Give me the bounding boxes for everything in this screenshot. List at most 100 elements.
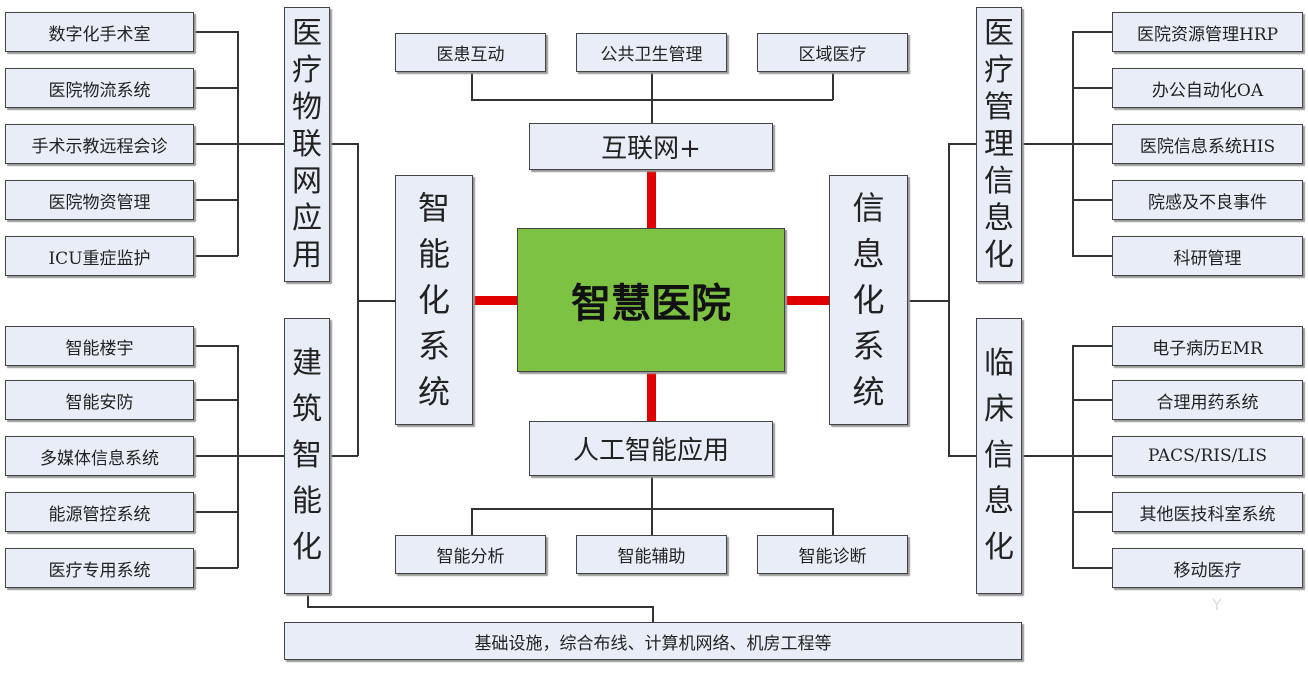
connector-line	[1072, 31, 1112, 33]
mgmt-item-label: 医院信息系统HIS	[1139, 136, 1276, 157]
connector-line	[330, 143, 358, 145]
connector-line	[1022, 143, 1112, 145]
red-connector	[647, 170, 656, 228]
connector-line	[908, 300, 948, 302]
clinical-item: 合理用药系统	[1112, 380, 1303, 420]
building-box: 建筑智能化	[284, 318, 330, 594]
iot-item-label: 手术示教远程会诊	[31, 136, 168, 157]
ai-item: 智能分析	[395, 535, 546, 574]
building-title: 建筑智能化	[292, 346, 322, 565]
connector-line	[652, 606, 654, 622]
clinical-item: 移动医疗	[1112, 548, 1303, 588]
connector-line	[471, 508, 473, 535]
connector-line	[194, 31, 238, 33]
connector-line	[237, 345, 239, 568]
smart-hospital-center: 智慧医院	[517, 228, 785, 372]
red-connector	[647, 372, 656, 421]
red-connector	[473, 296, 517, 305]
connector-line	[194, 399, 238, 401]
ai-title: 人工智能应用	[572, 436, 729, 466]
iot-title: 医疗物联网应用	[292, 16, 322, 273]
building-item: 智能楼宇	[5, 326, 194, 366]
internet-item-label: 医患互动	[436, 45, 505, 65]
building-item-label: 能源管控系统	[48, 504, 151, 525]
mgmt-item-label: 办公自动化OA	[1151, 80, 1264, 101]
connector-line	[832, 508, 834, 535]
iot-item: 手术示教远程会诊	[5, 124, 194, 164]
iot-item-label: ICU重症监护	[48, 248, 151, 269]
connector-line	[194, 143, 284, 145]
iot-item: 医院物流系统	[5, 68, 194, 108]
ai-item-label: 智能分析	[436, 547, 505, 567]
connector-line	[1072, 345, 1074, 568]
connector-line	[307, 606, 653, 608]
connector-line	[1072, 511, 1112, 513]
mgmt-item: 医院资源管理HRP	[1112, 12, 1303, 52]
connector-line	[194, 345, 238, 347]
iot-box: 医疗物联网应用	[284, 7, 330, 282]
clinical-item-label: 其他医技科室系统	[1139, 504, 1276, 525]
intelligent-system-box: 智能化系统	[395, 175, 473, 425]
connector-line	[651, 72, 653, 123]
mgmt-item-label: 医院资源管理HRP	[1136, 24, 1279, 45]
clinical-item-label: 移动医疗	[1173, 560, 1242, 581]
connector-line	[1022, 455, 1112, 457]
connector-line	[471, 508, 833, 510]
clinical-item: 其他医技科室系统	[1112, 492, 1303, 532]
connector-line	[832, 72, 834, 100]
clinical-item: 电子病历EMR	[1112, 326, 1303, 366]
red-connector	[785, 296, 829, 305]
connector-line	[194, 87, 238, 89]
connector-line	[1072, 199, 1112, 201]
watermark-logo: Y	[1212, 595, 1222, 614]
mgmt-info-box: 医疗管理信息化	[976, 7, 1022, 282]
iot-item: 数字化手术室	[5, 12, 194, 52]
connector-line	[948, 143, 950, 456]
building-item: 能源管控系统	[5, 492, 194, 532]
iot-item-label: 数字化手术室	[48, 24, 151, 45]
mgmt-item: 科研管理	[1112, 236, 1303, 276]
ai-item-label: 智能辅助	[617, 547, 686, 567]
connector-line	[471, 72, 473, 100]
ai-application-box: 人工智能应用	[529, 421, 773, 476]
intelligent-title: 智能化系统	[418, 189, 451, 411]
connector-line	[194, 455, 284, 457]
connector-line	[651, 476, 653, 535]
infrastructure-box: 基础设施，综合布线、计算机网络、机房工程等	[284, 622, 1022, 660]
information-system-box: 信息化系统	[829, 175, 908, 425]
clinical-item: PACS/RIS/LIS	[1112, 436, 1303, 476]
information-title: 信息化系统	[852, 189, 885, 411]
connector-line	[237, 31, 239, 256]
ai-item: 智能诊断	[757, 535, 908, 574]
internet-item: 公共卫生管理	[576, 33, 727, 72]
internet-plus-box: 互联网+	[529, 123, 773, 170]
internet-item: 医患互动	[395, 33, 546, 72]
mgmt-item: 院感及不良事件	[1112, 180, 1303, 220]
internet-item: 区域医疗	[757, 33, 908, 72]
center-label: 智慧医院	[571, 280, 731, 327]
ai-item: 智能辅助	[576, 535, 727, 574]
building-item-label: 智能安防	[65, 392, 134, 413]
internet-title: 互联网+	[601, 134, 701, 164]
building-item: 多媒体信息系统	[5, 436, 194, 476]
ai-item-label: 智能诊断	[798, 547, 867, 567]
clinical-item-label: PACS/RIS/LIS	[1147, 446, 1268, 466]
mgmt-item: 医院信息系统HIS	[1112, 124, 1303, 164]
iot-item: ICU重症监护	[5, 236, 194, 276]
building-item: 医疗专用系统	[5, 548, 194, 588]
iot-item-label: 医院物流系统	[48, 80, 151, 101]
clinical-item-label: 合理用药系统	[1156, 392, 1259, 413]
clinical-item-label: 电子病历EMR	[1152, 338, 1263, 359]
connector-line	[948, 455, 976, 457]
clinical-title: 临床信息化	[984, 346, 1014, 565]
connector-line	[194, 511, 238, 513]
connector-line	[1072, 399, 1112, 401]
connector-line	[330, 455, 358, 457]
mgmt-item-label: 科研管理	[1173, 248, 1242, 269]
connector-line	[357, 300, 395, 302]
connector-line	[948, 143, 976, 145]
infrastructure-label: 基础设施，综合布线、计算机网络、机房工程等	[474, 633, 832, 654]
connector-line	[357, 143, 359, 456]
iot-item-label: 医院物资管理	[48, 192, 151, 213]
